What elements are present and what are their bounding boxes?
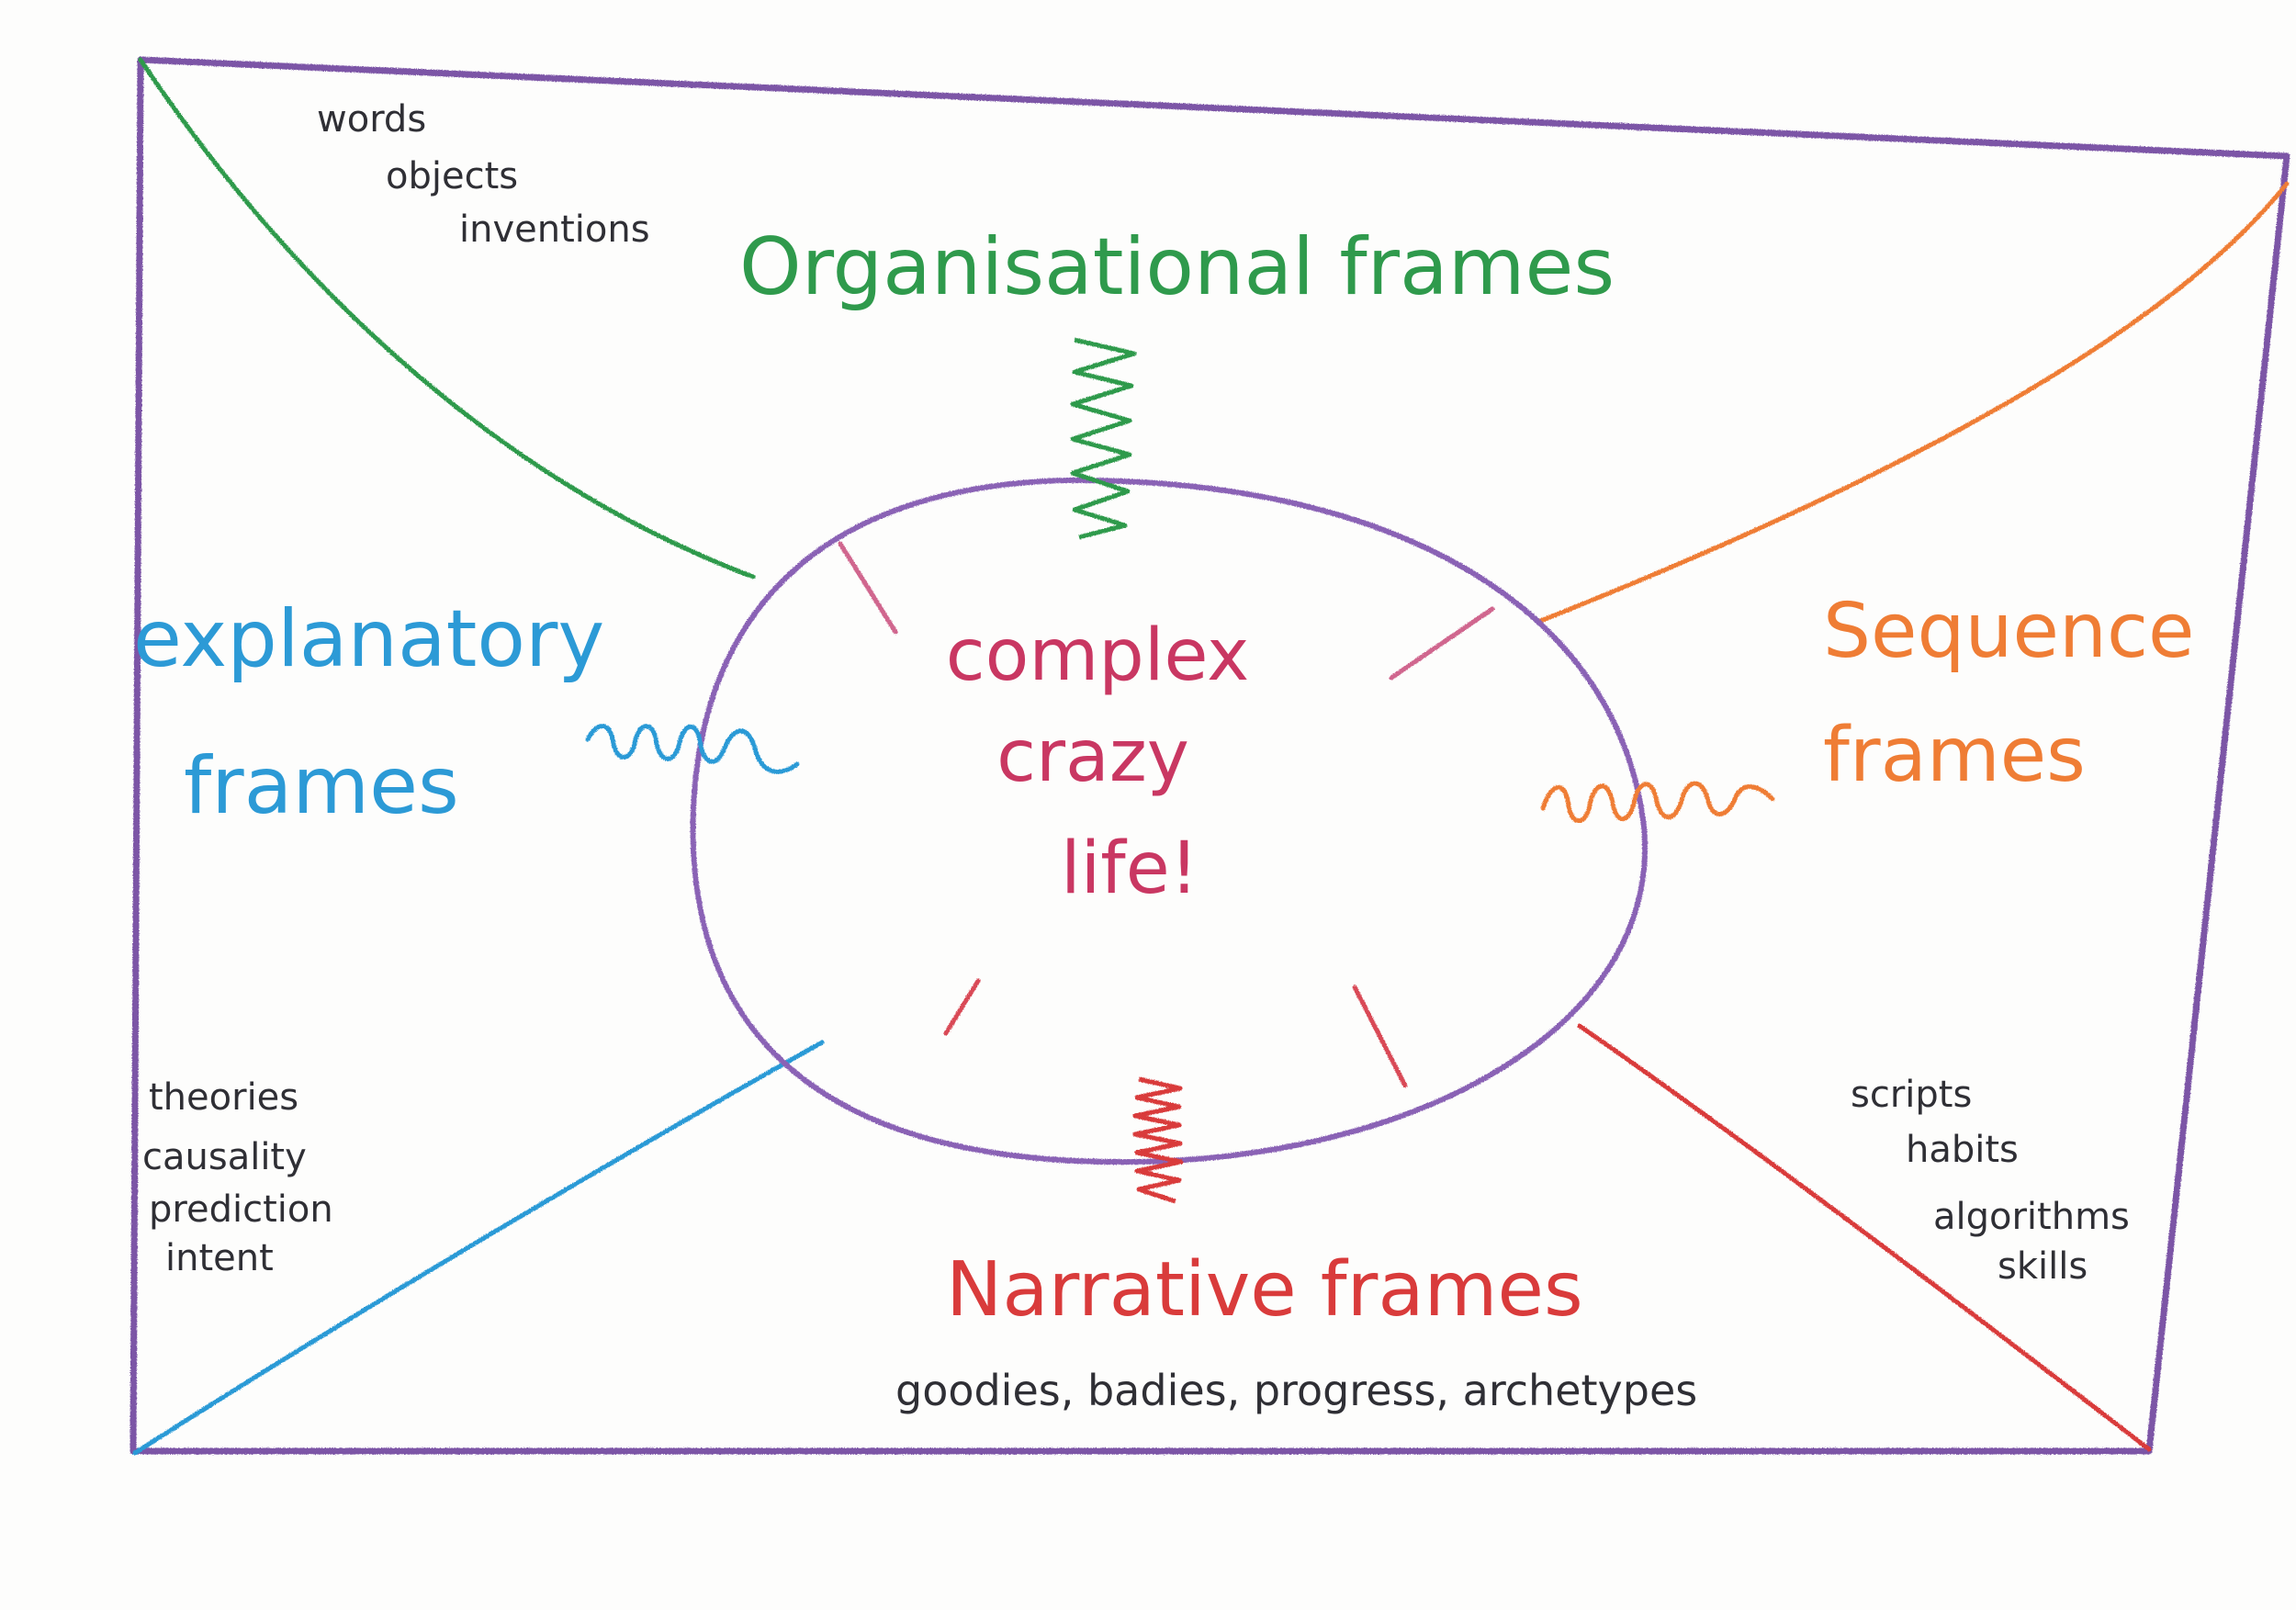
organisational-frames-title: Organisational frames bbox=[739, 221, 1615, 313]
organisational-examples: words objects inventions bbox=[317, 98, 650, 251]
example-words: words bbox=[317, 98, 426, 141]
sequence-frames-title-line-1: Sequence bbox=[1823, 588, 2194, 675]
connector-explanatory bbox=[132, 1040, 825, 1456]
explanatory-frames-title-line-2: frames bbox=[184, 740, 459, 832]
squiggle-explanatory bbox=[585, 724, 800, 774]
ray-right bbox=[1389, 606, 1495, 681]
ray-bottom-right bbox=[1352, 985, 1408, 1088]
example-causality: causality bbox=[142, 1136, 307, 1178]
center-ellipse bbox=[690, 477, 1649, 1165]
example-inventions: inventions bbox=[459, 208, 650, 251]
sequence-frames-title-line-2: frames bbox=[1823, 712, 2086, 799]
squiggle-narrative bbox=[1132, 1076, 1184, 1204]
connector-organisational bbox=[138, 57, 756, 580]
example-intent: intent bbox=[165, 1237, 274, 1279]
example-algorithms: algorithms bbox=[1933, 1196, 2130, 1238]
center-line-2: crazy bbox=[996, 715, 1189, 798]
example-scripts: scripts bbox=[1851, 1074, 1972, 1116]
ray-top-left bbox=[838, 541, 898, 635]
squiggle-organisational bbox=[1070, 337, 1137, 540]
example-skills: skills bbox=[1998, 1245, 2088, 1288]
explanatory-frames-title-line-1: explanatory bbox=[133, 593, 604, 685]
explanatory-examples: theories causality prediction intent bbox=[142, 1076, 333, 1279]
squiggle-sequence bbox=[1540, 781, 1775, 824]
narrative-examples: goodies, badies, progress, archetypes bbox=[895, 1366, 1697, 1415]
connector-sequence bbox=[1536, 181, 2290, 625]
sequence-examples: scripts habits algorithms skills bbox=[1851, 1074, 2130, 1288]
center-text: complex crazy life! bbox=[946, 614, 1250, 910]
connector-narrative bbox=[1577, 1023, 2152, 1452]
example-objects: objects bbox=[386, 155, 518, 197]
ray-bottom-left bbox=[943, 978, 981, 1036]
example-theories: theories bbox=[149, 1076, 298, 1119]
radiating-marks bbox=[838, 541, 1495, 1088]
center-line-3: life! bbox=[1061, 828, 1199, 910]
narrative-frames-title: Narrative frames bbox=[946, 1246, 1583, 1334]
center-line-1: complex bbox=[946, 614, 1250, 697]
example-habits: habits bbox=[1906, 1129, 2019, 1171]
example-prediction: prediction bbox=[149, 1188, 333, 1231]
